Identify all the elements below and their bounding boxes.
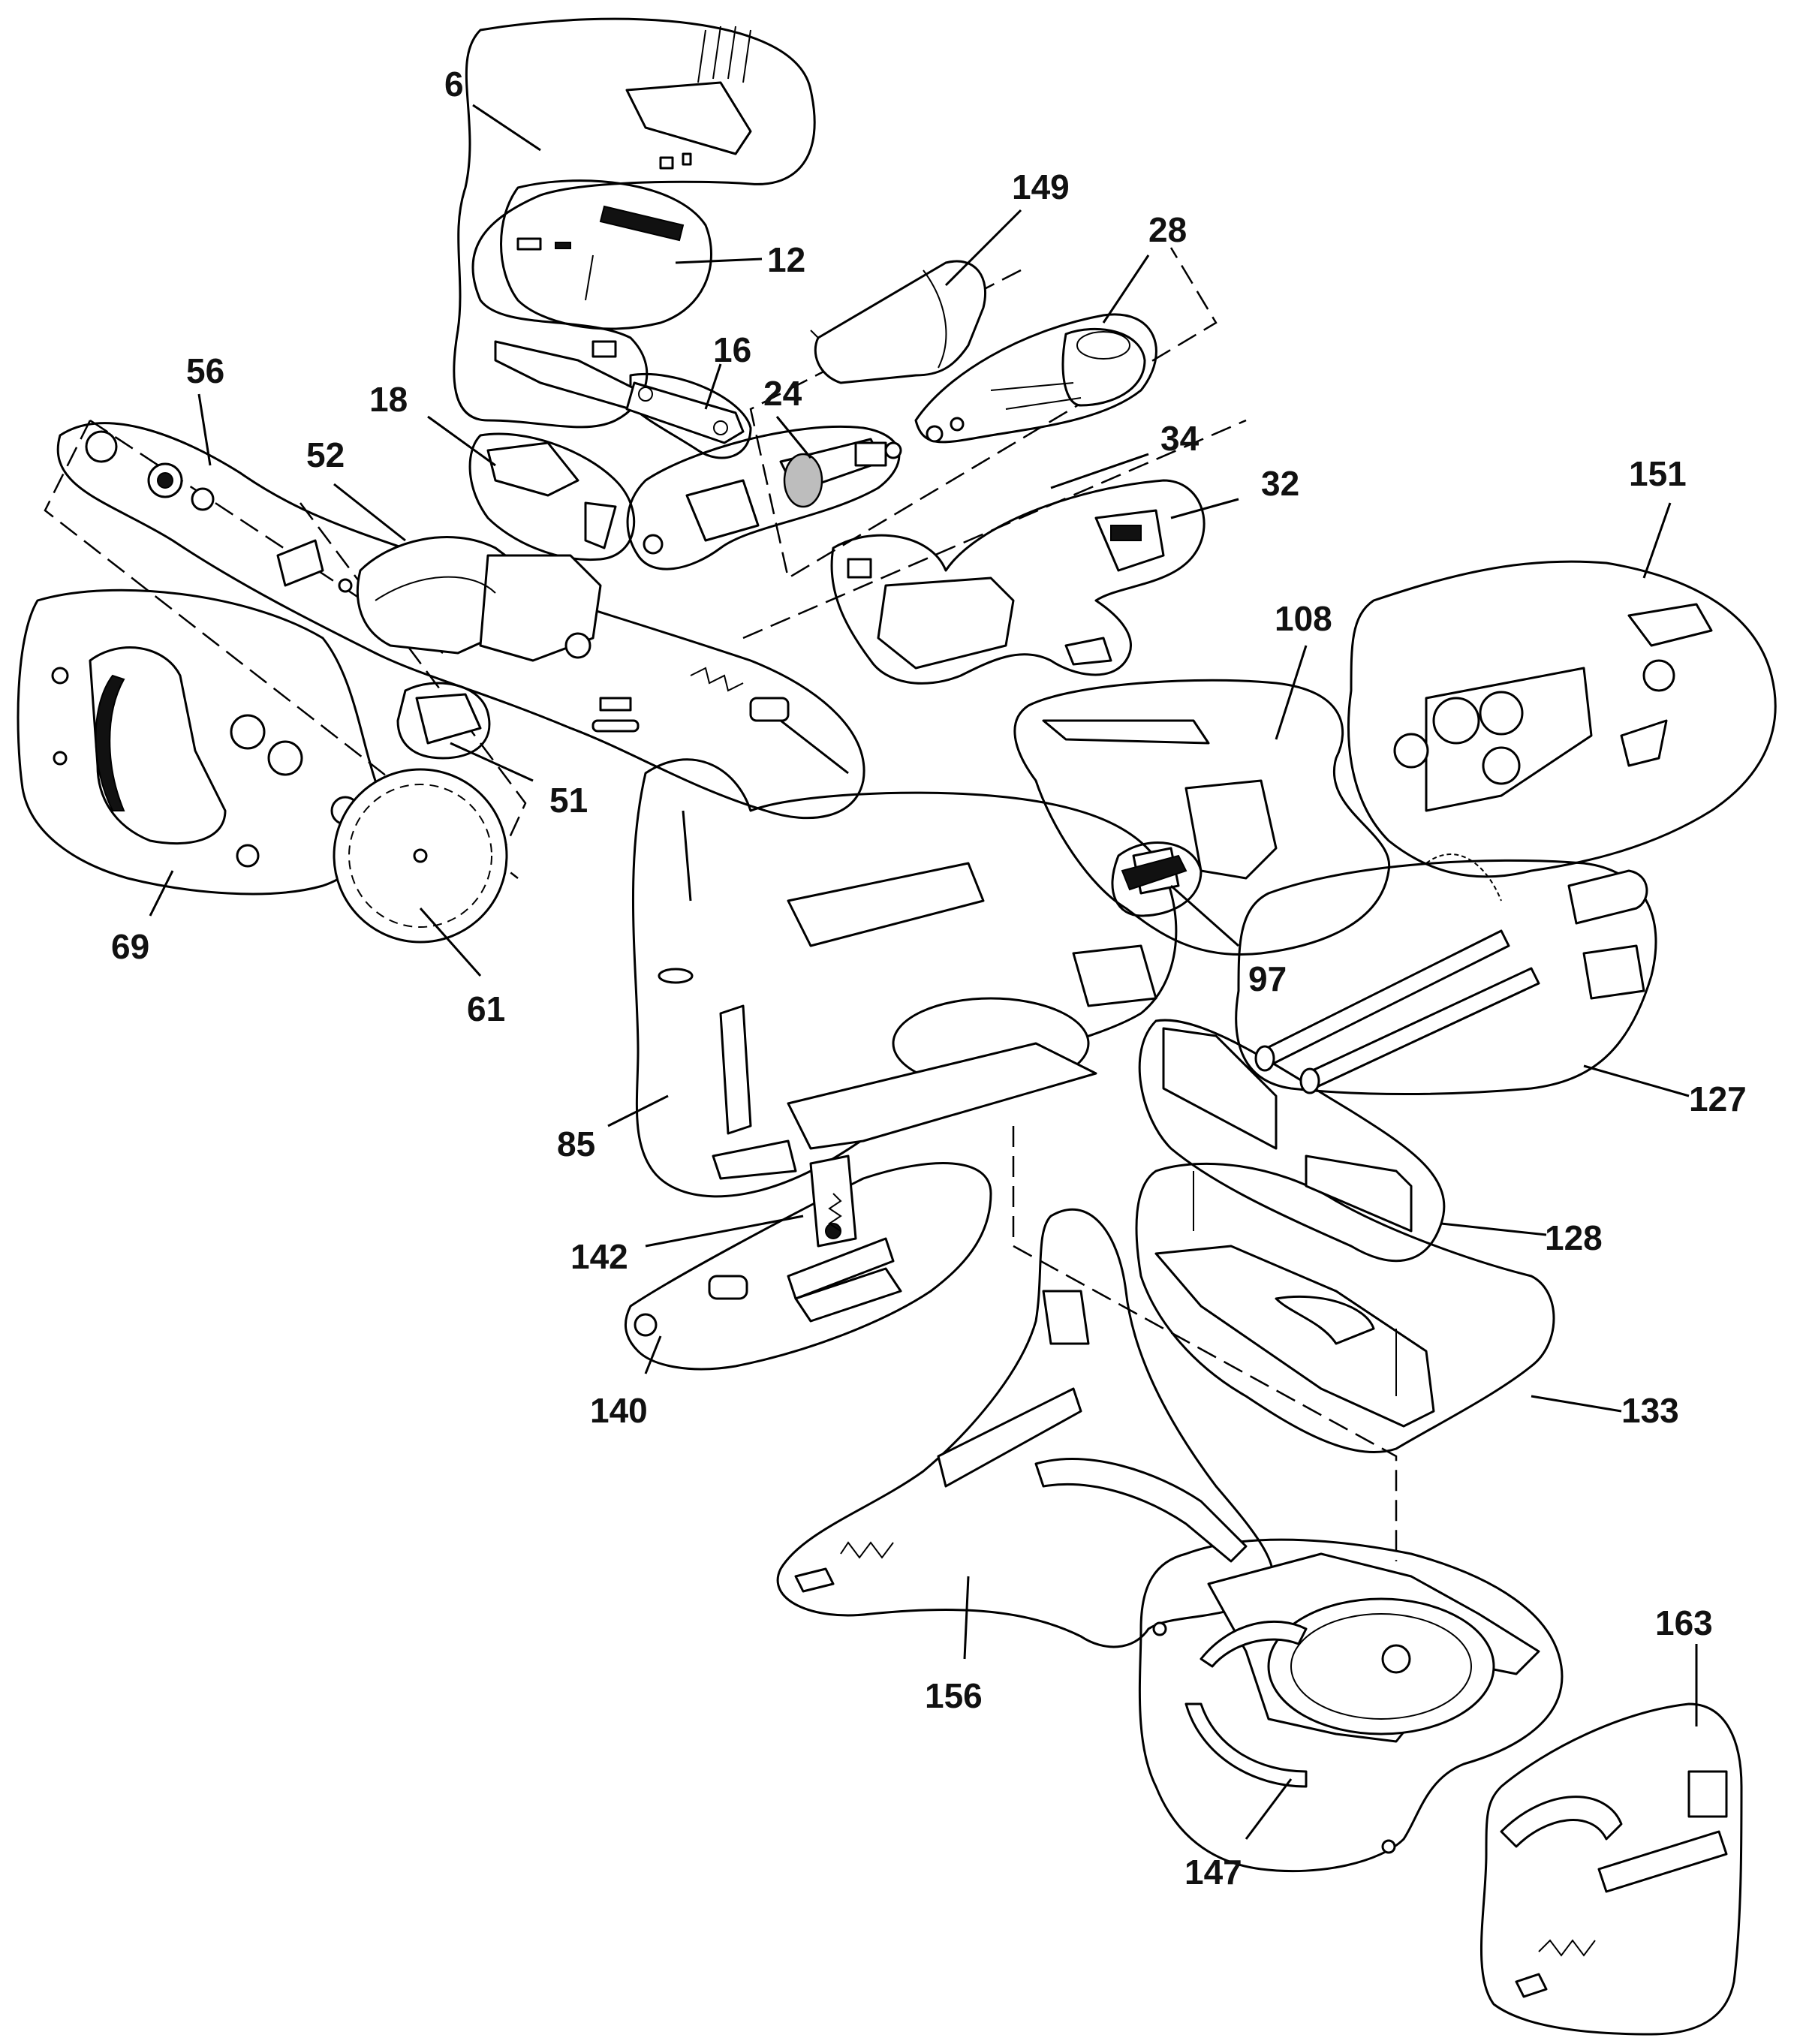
group-151-outline [1347,560,1777,878]
stand-leg-right-part [1500,1770,1728,1998]
handle-cover-part [625,26,752,170]
turntable-part [658,810,1157,1248]
callout-97: 97 [1248,959,1287,998]
group-outlines [17,17,1777,2036]
callout-163: 163 [1655,1603,1713,1642]
callout-28: 28 [1148,210,1187,249]
callout-18: 18 [369,380,408,419]
callout-56: 56 [186,351,224,390]
link-part [625,381,745,444]
part-drawings [51,26,1728,1998]
spring-shaft-parts [591,667,849,775]
group-69-outline [17,589,381,896]
miter-lock-part [634,1193,902,1337]
group-32-34-outline [830,479,1206,685]
callout-127: 127 [1689,1079,1747,1118]
callout-6: 6 [444,65,464,104]
group-16-outline [629,373,752,459]
handle-grip-part [494,340,640,411]
group-18-outline [468,432,636,561]
callout-labels: 6 12 149 28 16 56 18 24 52 34 32 151 108… [111,65,1747,1892]
callout-52: 52 [306,435,345,474]
callout-51: 51 [549,781,588,820]
group-142-140-outline [624,1162,992,1371]
stand-leg-part [794,1290,1248,1636]
callout-140: 140 [590,1391,648,1430]
callout-12: 12 [767,240,805,279]
base-part [1184,1552,1540,1854]
callout-133: 133 [1621,1391,1679,1430]
callout-16: 16 [713,330,751,369]
leader-lines [149,104,1698,1840]
callout-24: 24 [763,374,802,413]
motor-housing-part [926,328,1146,443]
armature-part [643,438,902,555]
fence-right-part [1162,1027,1413,1233]
callout-34: 34 [1160,419,1200,458]
arbor-bearing-parts [85,430,353,593]
group-56-outline [56,422,865,820]
callout-85: 85 [557,1124,595,1163]
upper-guard-part [356,536,602,662]
group-163-outline [1480,1702,1743,2036]
group-51-outline [396,682,491,760]
motor-cover-part [810,260,987,384]
group-156-outline [776,1208,1275,1648]
slide-rails-part [1254,869,1648,1094]
switch-assembly-part [516,205,685,301]
callout-156: 156 [925,1676,983,1715]
group-24-outline [626,425,901,570]
callout-61: 61 [467,989,505,1028]
callout-151: 151 [1629,454,1687,493]
callout-147: 147 [1184,1853,1242,1892]
saw-blade-part [333,768,508,944]
callout-142: 142 [570,1237,628,1276]
group-147-outline [1138,1538,1564,1873]
group-127-outline [1235,859,1657,1095]
group-108-outline [1013,679,1391,956]
group-28-outline [914,313,1157,444]
rail-housing-part [1393,603,1713,902]
lower-guard-part [51,646,360,868]
group-133-outline [1135,1162,1555,1453]
guard-knob-part [415,693,482,745]
callout-108: 108 [1275,599,1332,638]
callout-69: 69 [111,927,149,966]
callout-128: 128 [1545,1218,1603,1257]
group-12-outline [500,179,712,330]
motor-bracket-part [847,509,1165,670]
bevel-lever-part [1121,854,1187,891]
guard-bracket-part [486,441,617,549]
fence-left-part [1154,1171,1435,1428]
callout-32: 32 [1261,464,1299,503]
callout-149: 149 [1012,167,1070,206]
